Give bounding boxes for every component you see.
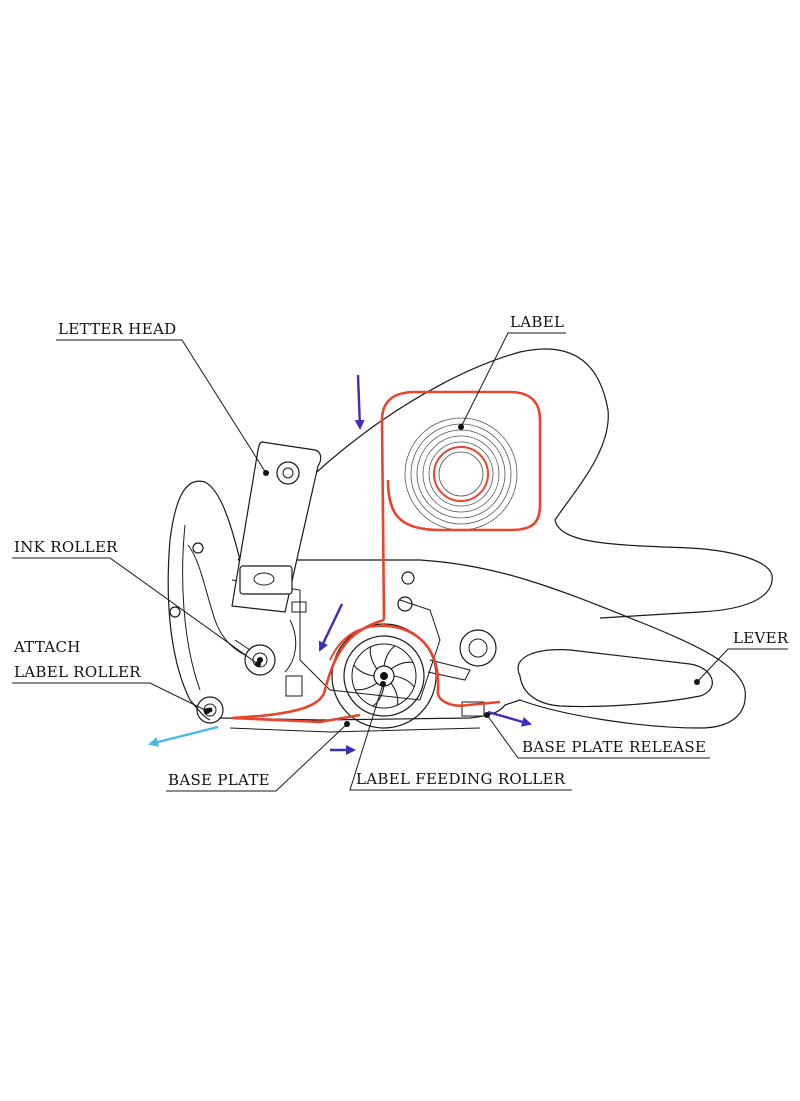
pivot-c bbox=[401, 571, 415, 585]
leader-lever bbox=[696, 648, 788, 683]
pivot-b bbox=[169, 606, 181, 618]
letter-head-block bbox=[239, 565, 293, 595]
leader-base-plate bbox=[166, 723, 348, 792]
arrow-label-exit bbox=[148, 725, 219, 747]
arrow-down-roll bbox=[354, 374, 365, 430]
label-feeding-roller: LABEL FEEDING ROLLER bbox=[356, 770, 566, 788]
label-lever: LEVER bbox=[733, 629, 789, 647]
dot-feed-roller bbox=[380, 681, 386, 687]
label-path-inner bbox=[329, 624, 438, 681]
label-label: LABEL bbox=[510, 313, 564, 331]
base-release-knob-inner bbox=[468, 638, 488, 658]
housing-outline bbox=[237, 348, 773, 619]
roll-ring-4 bbox=[422, 435, 500, 513]
base-release-knob-outer bbox=[459, 629, 497, 667]
leader-feed-roller bbox=[349, 683, 572, 791]
feed-roller-spoke bbox=[390, 661, 414, 670]
roll-core-inner bbox=[438, 451, 484, 497]
dot-letter-head bbox=[263, 470, 269, 476]
attach-roller-outer bbox=[196, 696, 224, 724]
machine-body bbox=[167, 348, 773, 733]
small-block-b bbox=[285, 675, 303, 697]
feed-roller-spoke bbox=[390, 682, 399, 706]
feed-roller-spoke bbox=[353, 664, 375, 677]
label-roll bbox=[404, 417, 518, 531]
attach-roller-part bbox=[196, 696, 224, 724]
leader-label bbox=[460, 332, 566, 428]
feed-roller-spoke bbox=[383, 645, 396, 667]
letter-head-pivot-inner bbox=[282, 467, 294, 479]
roll-ring-3 bbox=[416, 429, 506, 519]
label-ink-roller: INK ROLLER bbox=[14, 538, 118, 556]
dot-base-plate bbox=[344, 721, 350, 727]
feed-pawl bbox=[427, 659, 471, 681]
label-attach-line1: ATTACH bbox=[13, 638, 81, 656]
dot-attach bbox=[204, 708, 210, 714]
roll-ring-1 bbox=[404, 417, 518, 531]
pivot-a bbox=[192, 542, 204, 554]
feed-roller-spoke bbox=[372, 685, 385, 707]
ink-roller-part bbox=[234, 619, 297, 676]
dot-ink-roller bbox=[255, 661, 261, 667]
feed-roller-center bbox=[380, 672, 388, 680]
motion-arrows bbox=[148, 374, 532, 755]
release-block bbox=[461, 701, 485, 717]
dot-label bbox=[458, 424, 464, 430]
ink-roller-arm bbox=[234, 639, 251, 651]
letter-head-slot bbox=[253, 572, 275, 586]
leader-base-release bbox=[486, 714, 710, 759]
feed-roller-spoke bbox=[369, 646, 378, 670]
feeding-roller bbox=[331, 623, 471, 729]
fasteners bbox=[169, 542, 497, 717]
ink-roller-outer bbox=[244, 644, 276, 676]
leader-letter-head bbox=[56, 339, 267, 474]
feed-roller-spoke bbox=[354, 682, 378, 691]
arrow-down-feed bbox=[318, 603, 344, 652]
letter-head-pivot-outer bbox=[276, 461, 300, 485]
leader-attach bbox=[12, 682, 208, 712]
ink-roller-link bbox=[284, 619, 297, 673]
lever-slot bbox=[517, 649, 713, 708]
dot-base-release bbox=[484, 712, 490, 718]
lower-body bbox=[219, 699, 521, 721]
left-inner bbox=[182, 524, 201, 691]
leader-lines bbox=[12, 332, 788, 792]
feed-roller-ring bbox=[351, 643, 417, 709]
feed-roller-spoke bbox=[393, 675, 415, 688]
roll-ring-5 bbox=[428, 441, 494, 507]
handle-edge bbox=[238, 559, 746, 729]
feed-roller-outer bbox=[343, 635, 425, 717]
label-letter-head: LETTER HEAD bbox=[58, 320, 176, 338]
label-base-plate: BASE PLATE bbox=[168, 771, 270, 789]
small-block-a bbox=[291, 601, 307, 613]
roll-core bbox=[433, 446, 489, 502]
roll-ring-2 bbox=[410, 423, 512, 525]
pivot-d bbox=[397, 596, 413, 612]
base-bottom bbox=[229, 727, 481, 733]
arrow-right-release bbox=[487, 710, 532, 727]
dot-lever bbox=[694, 679, 700, 685]
left-housing bbox=[167, 480, 241, 721]
label-attach-line2: LABEL ROLLER bbox=[14, 663, 141, 681]
feed-roller-spokes bbox=[353, 645, 415, 707]
label-base-plate-release: BASE PLATE RELEASE bbox=[522, 738, 706, 756]
callout-labels: LETTER HEAD LABEL INK ROLLER ATTACH LABE… bbox=[13, 313, 789, 789]
letter-head-part bbox=[231, 441, 322, 613]
left-spring bbox=[187, 544, 246, 656]
leader-ink-roller bbox=[12, 557, 259, 665]
